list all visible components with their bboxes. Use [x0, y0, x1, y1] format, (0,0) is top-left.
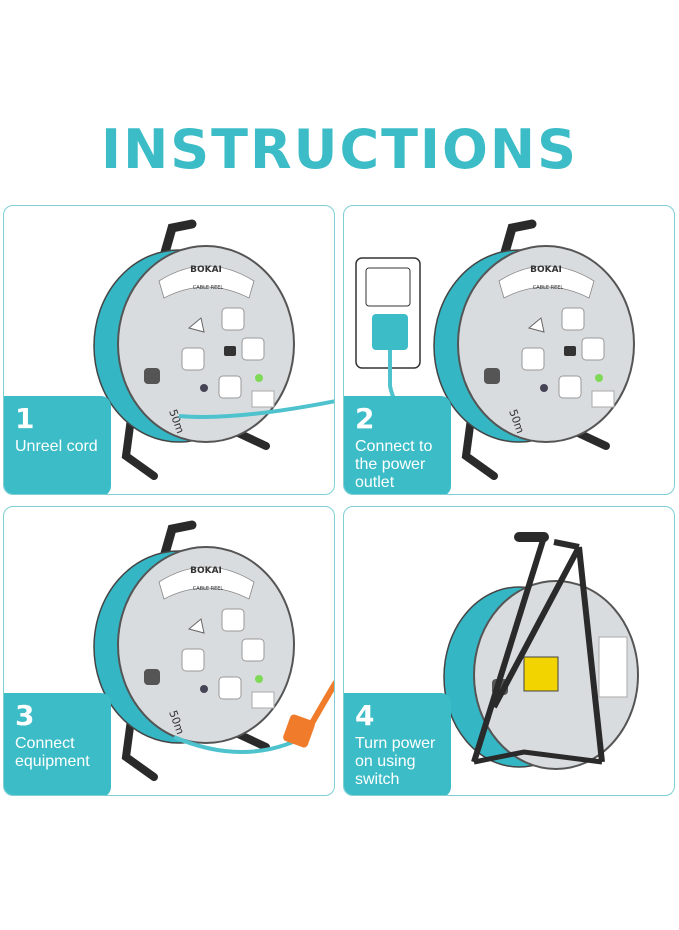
step-number: 4: [355, 699, 375, 732]
step-text: Unreel cord: [15, 438, 98, 455]
step-text: Turn power on using switch: [355, 735, 436, 788]
step-number: 1: [15, 402, 35, 435]
page-title: INSTRUCTIONS: [101, 118, 578, 181]
step-3-tag: 3 Connect equipment: [4, 693, 111, 795]
step-text: Connect to the power outlet: [355, 438, 433, 491]
reel-brand: BOKAI: [530, 265, 562, 275]
step-1-panel: BOKAI CABLE REEL 50m 1 Unreel cord: [3, 205, 335, 495]
step-number: 2: [355, 402, 375, 435]
reel-label: CABLE REEL: [193, 285, 224, 291]
switch-icon: [523, 656, 559, 692]
step-1-tag: 1 Unreel cord: [4, 396, 111, 494]
step-4-tag: 4 Turn power on using switch: [344, 693, 451, 795]
cable-reel-illustration: BOKAI CABLE REEL 50m: [355, 219, 635, 480]
cable-reel-illustration: BOKAI CABLE REEL 50m: [93, 219, 334, 480]
step-text: Connect equipment: [15, 735, 90, 770]
cable-reel-illustration: BOKAI CABLE REEL 50m: [93, 520, 334, 781]
cable-reel-back-illustration: [443, 532, 639, 770]
reel-label: CABLE REEL: [193, 586, 224, 592]
reel-brand: BOKAI: [190, 566, 222, 576]
step-3-panel: BOKAI CABLE REEL 50m 3 Connect equipment: [3, 506, 335, 796]
step-4-panel: 4 Turn power on using switch: [343, 506, 675, 796]
step-number: 3: [15, 699, 35, 732]
reel-label: CABLE REEL: [533, 285, 564, 291]
step-2-panel: BOKAI CABLE REEL 50m 2 Connect to the po…: [343, 205, 675, 495]
reel-brand: BOKAI: [190, 265, 222, 275]
step-2-tag: 2 Connect to the power outlet: [344, 396, 451, 494]
plug-icon: [283, 714, 315, 748]
